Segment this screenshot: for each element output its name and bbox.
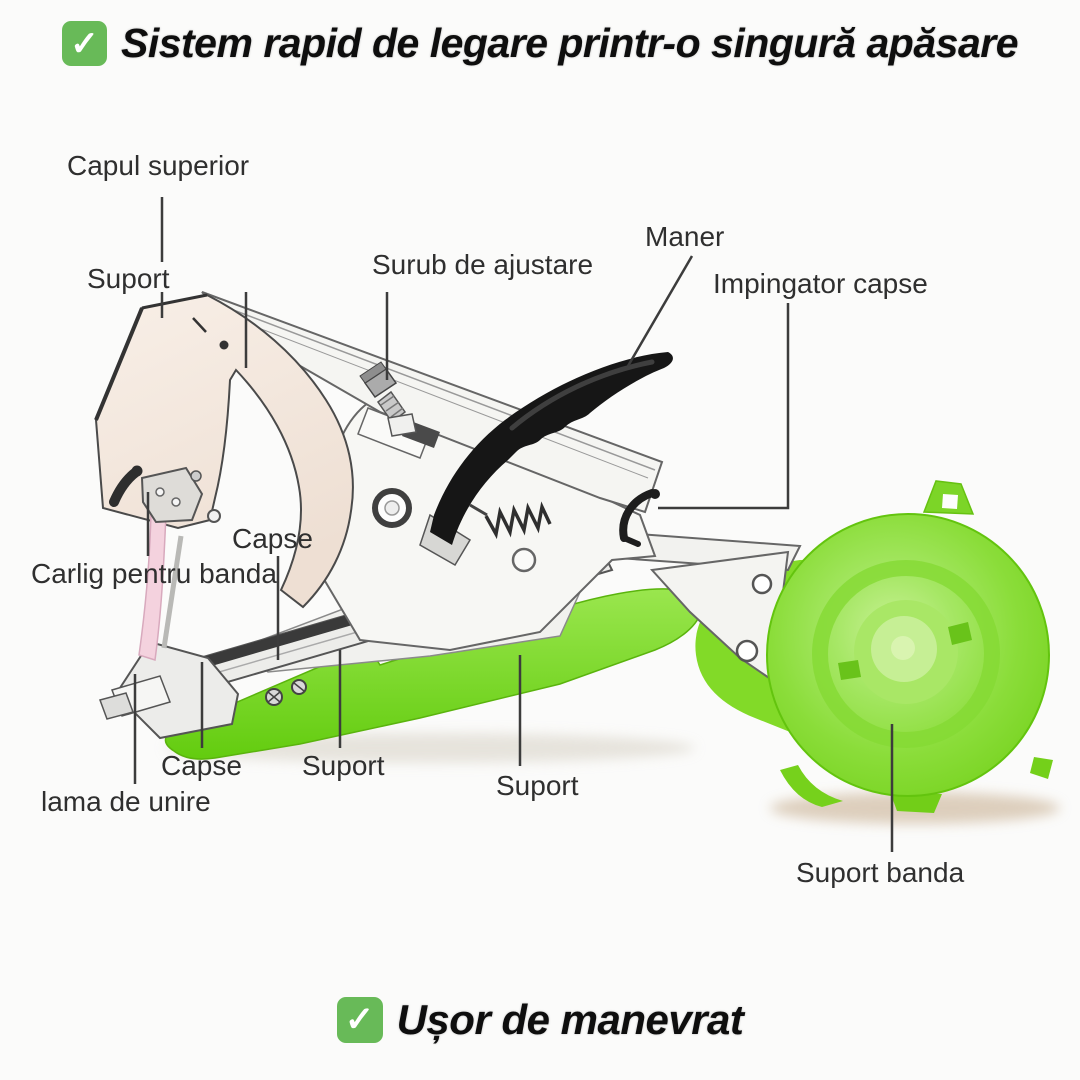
- front-foot: [99, 640, 240, 740]
- label-surub-ajustare: Surub de ajustare: [372, 249, 594, 280]
- spring: [469, 501, 552, 540]
- label-suport-banda: Suport banda: [796, 857, 965, 888]
- page-title: ✓ Sistem rapid de legare printr-o singur…: [0, 20, 1080, 67]
- handle: [430, 352, 673, 545]
- tape-hook-jaw: [109, 465, 204, 524]
- footer-caption: ✓ Ușor de manevrat: [0, 996, 1080, 1044]
- label-capse-upper: Capse: [232, 523, 313, 554]
- label-suport-left: Suport: [302, 750, 385, 781]
- leader-impingator-capse: [658, 303, 790, 510]
- label-suport-top: Suport: [87, 263, 170, 294]
- label-capul-superior: Capul superior: [67, 150, 250, 181]
- label-lama-unire: lama de unire: [41, 786, 211, 817]
- front-jaw-rod: [161, 535, 184, 649]
- check-icon: ✓: [61, 21, 107, 66]
- label-suport-mid: Suport: [496, 770, 579, 801]
- adjusting-screw: [357, 361, 440, 459]
- check-icon: ✓: [336, 997, 383, 1043]
- leader-lines: [133, 197, 894, 852]
- leader-maner: [626, 255, 694, 367]
- tape-spool: [766, 480, 1053, 813]
- head-roller: [207, 509, 221, 523]
- body-hole: [511, 547, 537, 573]
- head-and-arch: [94, 293, 354, 609]
- label-maner: Maner: [645, 221, 725, 252]
- label-impingator-capse: Impingator capse: [713, 268, 928, 299]
- footer-text: Ușor de manevrat: [396, 996, 744, 1043]
- rear-arm-bracket: [610, 530, 802, 682]
- label-capse-lower: Capse: [161, 750, 242, 781]
- label-carlig-banda: Carlig pentru banda: [31, 558, 277, 589]
- title-text: Sistem rapid de legare printr-o singură …: [120, 20, 1019, 66]
- staple-pusher-lever: [619, 489, 660, 547]
